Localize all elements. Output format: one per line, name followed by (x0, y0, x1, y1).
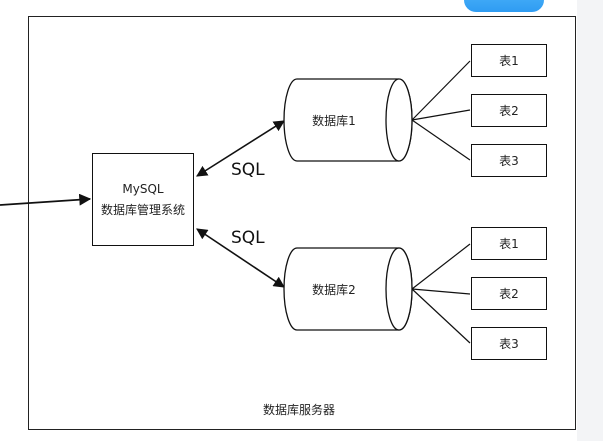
corner-decoration (464, 0, 544, 12)
sql-label-lower: SQL (231, 228, 265, 248)
db1-table-link-3 (411, 119, 471, 161)
db1-table-3: 表3 (471, 144, 547, 177)
incoming-arrow (0, 193, 92, 206)
db2-table-1: 表1 (471, 227, 547, 260)
table-label: 表3 (499, 154, 519, 168)
database-label-2: 数据库2 (312, 283, 356, 297)
sql-connector-db1 (196, 120, 285, 177)
dbms-subtitle: 数据库管理系统 (100, 202, 185, 217)
sql-label-upper: SQL (231, 160, 265, 180)
mysql-dbms-box: MySQL 数据库管理系统 (92, 153, 194, 246)
table-label: 表1 (499, 237, 519, 251)
db1-table-link-2 (411, 109, 471, 121)
database-cylinder-1 (283, 78, 413, 162)
table-label: 表2 (499, 104, 519, 118)
db2-table-link-1 (411, 243, 471, 290)
table-label: 表1 (499, 54, 519, 68)
dbms-title: MySQL (122, 182, 164, 197)
table-label: 表2 (499, 287, 519, 301)
db2-table-3: 表3 (471, 327, 547, 360)
server-label: 数据库服务器 (263, 403, 336, 417)
db1-table-2: 表2 (471, 94, 547, 127)
db1-table-1: 表1 (471, 44, 547, 77)
db2-table-link-2 (411, 288, 471, 295)
table-label: 表3 (499, 337, 519, 351)
scroll-strip (577, 0, 603, 441)
database-cylinder-2 (283, 247, 413, 331)
database-label-1: 数据库1 (312, 114, 356, 128)
db2-table-2: 表2 (471, 277, 547, 310)
db1-table-link-1 (411, 60, 471, 121)
sql-connector-db2 (196, 228, 285, 288)
db2-table-link-3 (411, 288, 471, 344)
